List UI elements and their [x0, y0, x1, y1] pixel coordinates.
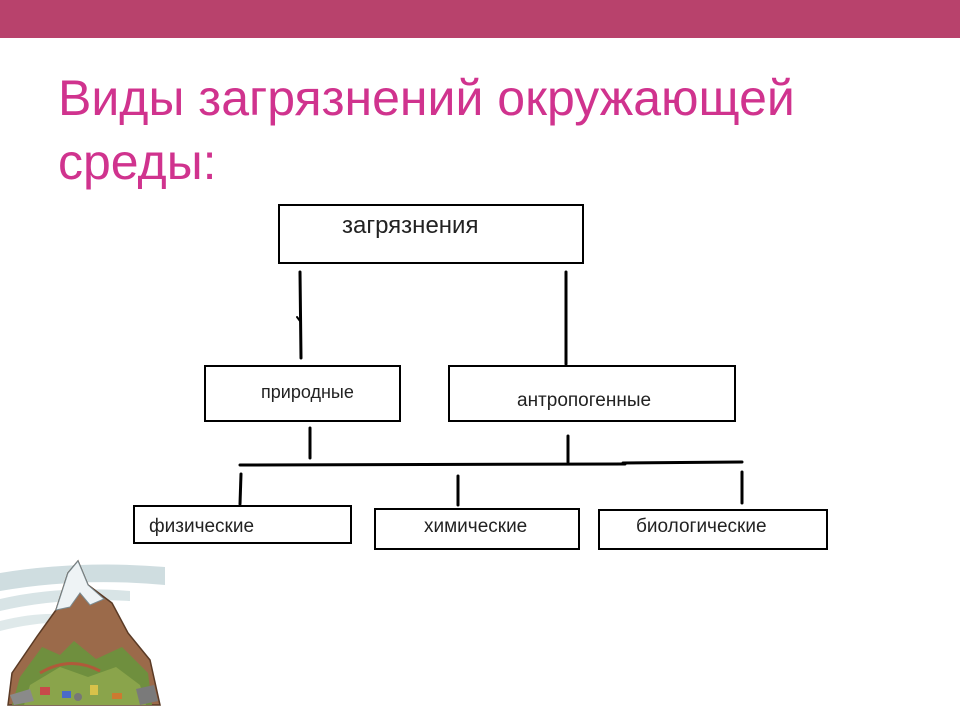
node-anthropogenic: антропогенные	[448, 365, 736, 422]
connector-root-natural-tick	[296, 316, 301, 322]
slide-title: Виды загрязнений окружающей среды:	[58, 70, 795, 190]
horizontal-bus-right	[621, 460, 744, 465]
node-natural: природные	[204, 365, 401, 422]
node-biological-label: биологические	[636, 516, 767, 537]
node-chemical: химические	[374, 508, 580, 550]
node-pollution: загрязнения	[278, 204, 584, 264]
node-anthropogenic-label: антропогенные	[517, 390, 652, 411]
node-biological: биологические	[598, 509, 828, 550]
node-physical: физические	[133, 505, 352, 544]
node-natural-label: природные	[261, 382, 354, 402]
polluted-mountain-icon	[0, 559, 165, 706]
node-pollution-label: загрязнения	[342, 212, 479, 239]
connector-root-natural	[298, 270, 303, 360]
node-physical-label: физические	[149, 516, 255, 537]
horizontal-bus	[238, 462, 627, 467]
node-chemical-label: химические	[424, 516, 528, 537]
top-bar	[0, 0, 960, 38]
connector-bus-physical	[238, 472, 243, 506]
